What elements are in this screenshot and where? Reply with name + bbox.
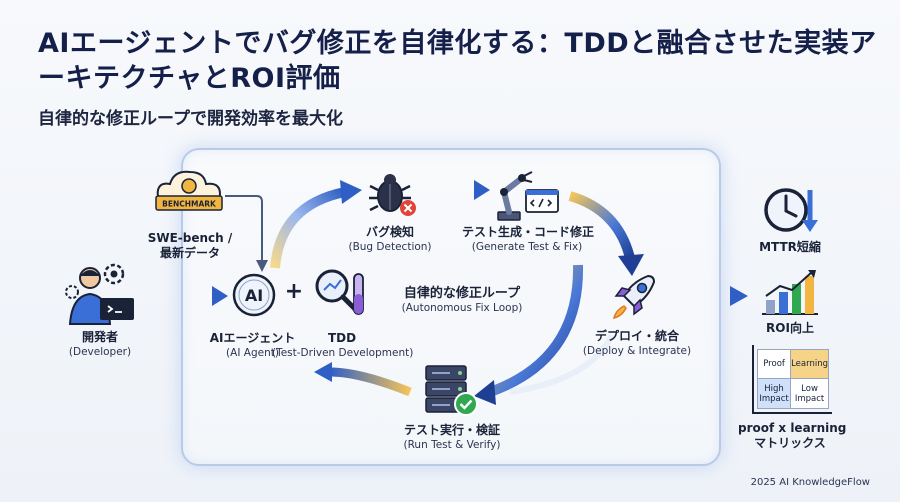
- ai-agent-icon: AI: [232, 273, 276, 317]
- roi-label: ROI向上: [766, 321, 814, 335]
- matrix-caption: proof x learning マトリックス: [738, 421, 847, 450]
- loop-frame: [181, 148, 721, 466]
- developer-icon: [65, 263, 134, 325]
- run-test-label: テスト実行・検証 (Run Test & Verify): [403, 423, 501, 451]
- developer-label: 開発者 (Developer): [68, 330, 132, 358]
- matrix-cell-low-impact: Low Impact: [791, 379, 828, 408]
- clock-down-icon: [764, 188, 818, 232]
- proof-learning-matrix: Proof Learning High Impact Low Impact: [757, 349, 829, 409]
- arrow-fix-to-deploy: [568, 191, 635, 260]
- arrow-agent-to-bug: [270, 187, 347, 269]
- loop-center-label: 自律的な修正ループ (Autonomous Fix Loop): [401, 286, 523, 314]
- ai-agent-label: AIエージェント (AI Agent): [209, 331, 296, 359]
- page-subtitle: 自律的な修正ループで開発効率を最大化: [38, 109, 343, 129]
- page-title: AIエージェントでバグ修正を自律化する：TDDと融合させた実装アーキテクチャとR…: [38, 28, 877, 94]
- arrow-runtest-to-tdd: [329, 367, 412, 397]
- matrix-axis-horizontal: [752, 412, 832, 414]
- matrix-axis-vertical: [752, 345, 754, 413]
- server-check-icon: [425, 365, 478, 416]
- tdd-magnifier-icon: [315, 269, 364, 315]
- arrow-fix-to-runtest: [488, 264, 584, 397]
- gen-fix-label: テスト生成・コード修正 (Generate Test & Fix): [462, 225, 595, 253]
- benchmark-badge-text: BENCHMARK: [162, 200, 217, 209]
- matrix-cell-proof: Proof: [758, 350, 792, 379]
- benchmark-cloud-icon: BENCHMARK: [155, 170, 223, 211]
- tdd-label: TDD (Test-Driven Development): [272, 331, 414, 359]
- deploy-label: デプロイ・統合 (Deploy & Integrate): [582, 329, 692, 357]
- matrix-cell-learning: Learning: [791, 350, 828, 379]
- arrow-benchmark-to-agent: [225, 195, 263, 262]
- benchmark-label: SWE-bench / 最新データ: [147, 231, 233, 260]
- matrix-cell-high-impact: High Impact: [758, 379, 792, 408]
- rocket-icon: [612, 274, 656, 320]
- robot-arm-code-icon: [497, 171, 559, 221]
- bug-icon: [369, 174, 416, 216]
- ai-agent-icon-text: AI: [245, 286, 263, 305]
- credit-text: 2025 AI KnowledgeFlow: [750, 477, 870, 488]
- roi-chart-icon: [762, 270, 818, 315]
- mttr-label: MTTR短縮: [759, 240, 821, 254]
- plus-sign: +: [284, 279, 304, 304]
- bug-detect-label: バグ検知 (Bug Detection): [348, 225, 432, 253]
